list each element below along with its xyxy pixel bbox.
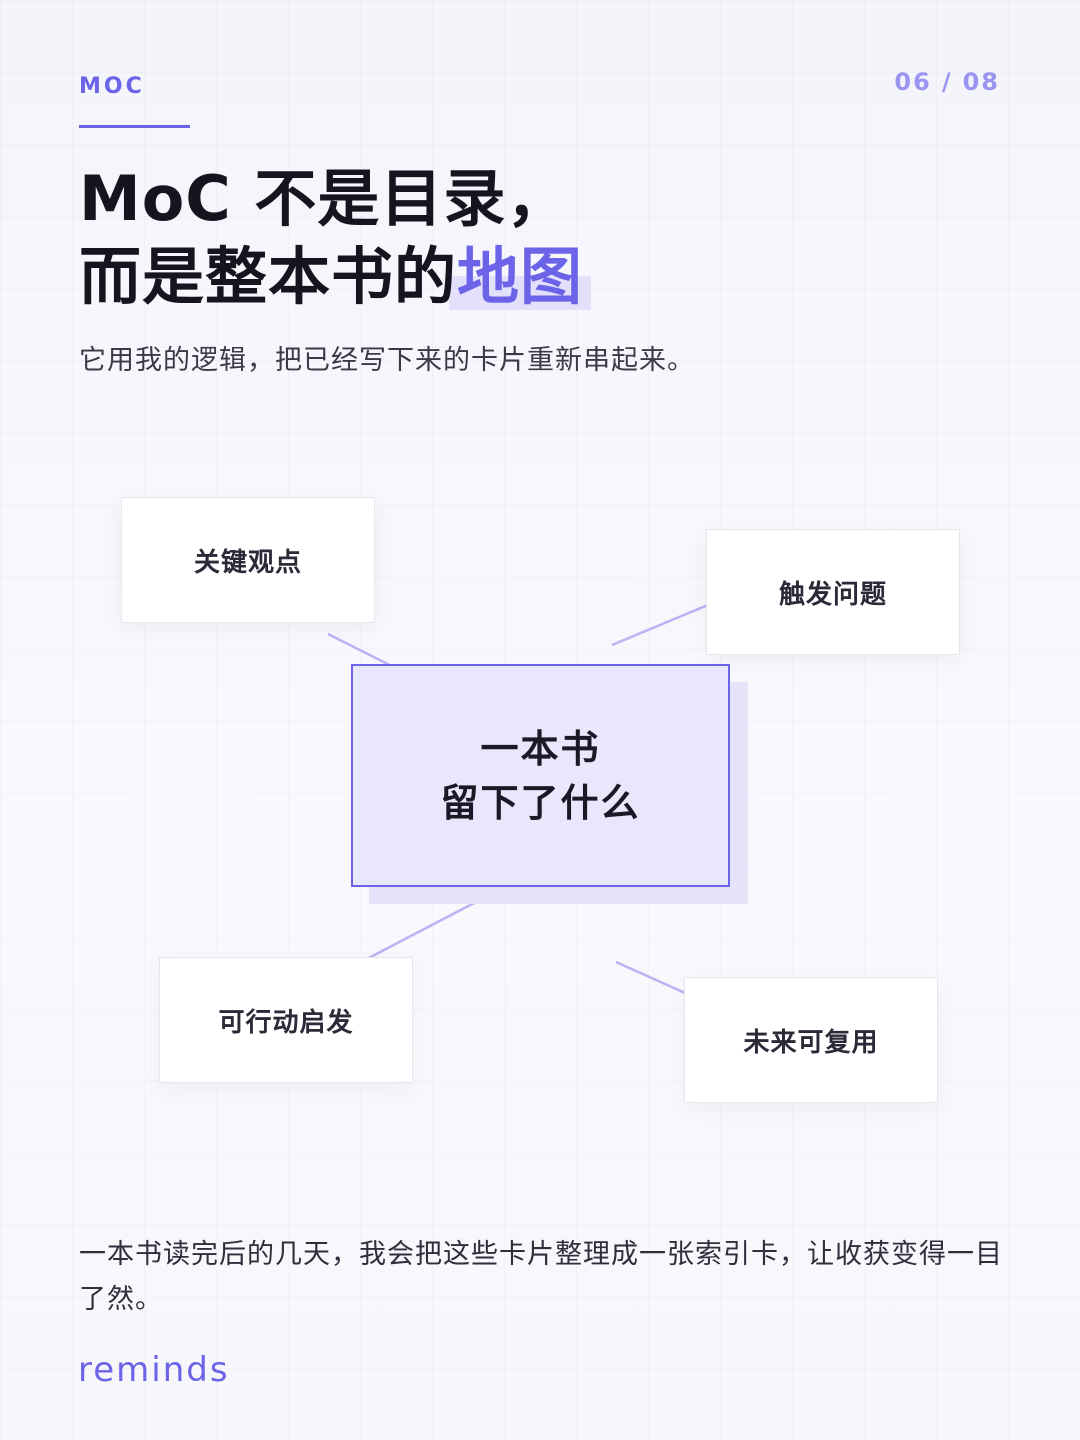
title-line-1: MoC 不是目录， bbox=[79, 162, 570, 235]
card-key-points-label: 关键观点 bbox=[193, 547, 302, 578]
card-trigger-questions-label: 触发问题 bbox=[778, 579, 887, 610]
footer-text: 一本书读完后的几天，我会把这些卡片整理成一张索引卡，让收获变得一目了然。 bbox=[79, 1239, 1003, 1315]
page-current: 06 bbox=[894, 68, 932, 96]
page-counter: 06 / 08 bbox=[894, 68, 1000, 96]
page-title: MoC 不是目录，而是整本书的地图 bbox=[79, 160, 592, 316]
card-trigger-questions: 触发问题 bbox=[706, 529, 960, 655]
center-card-line-1: 一本书 bbox=[480, 726, 601, 771]
card-actionable: 可行动启发 bbox=[159, 957, 413, 1083]
brand-logo: reminds bbox=[78, 1350, 230, 1390]
page-total: 08 bbox=[962, 68, 1000, 96]
center-card: 一本书 留下了什么 bbox=[351, 664, 730, 887]
card-key-points: 关键观点 bbox=[121, 497, 375, 623]
title-highlight: 地图 bbox=[449, 238, 592, 316]
center-card-line-2: 留下了什么 bbox=[440, 780, 641, 825]
subtitle: 它用我的逻辑，把已经写下来的卡片重新串起来。 bbox=[79, 345, 695, 376]
title-line-2-prefix: 而是整本书的 bbox=[79, 240, 458, 313]
card-reusable: 未来可复用 bbox=[684, 977, 938, 1103]
page-separator: / bbox=[941, 68, 953, 96]
card-actionable-label: 可行动启发 bbox=[218, 1007, 354, 1038]
section-tag: MOC bbox=[79, 74, 145, 99]
section-underline bbox=[79, 125, 190, 128]
card-reusable-label: 未来可复用 bbox=[743, 1027, 879, 1058]
